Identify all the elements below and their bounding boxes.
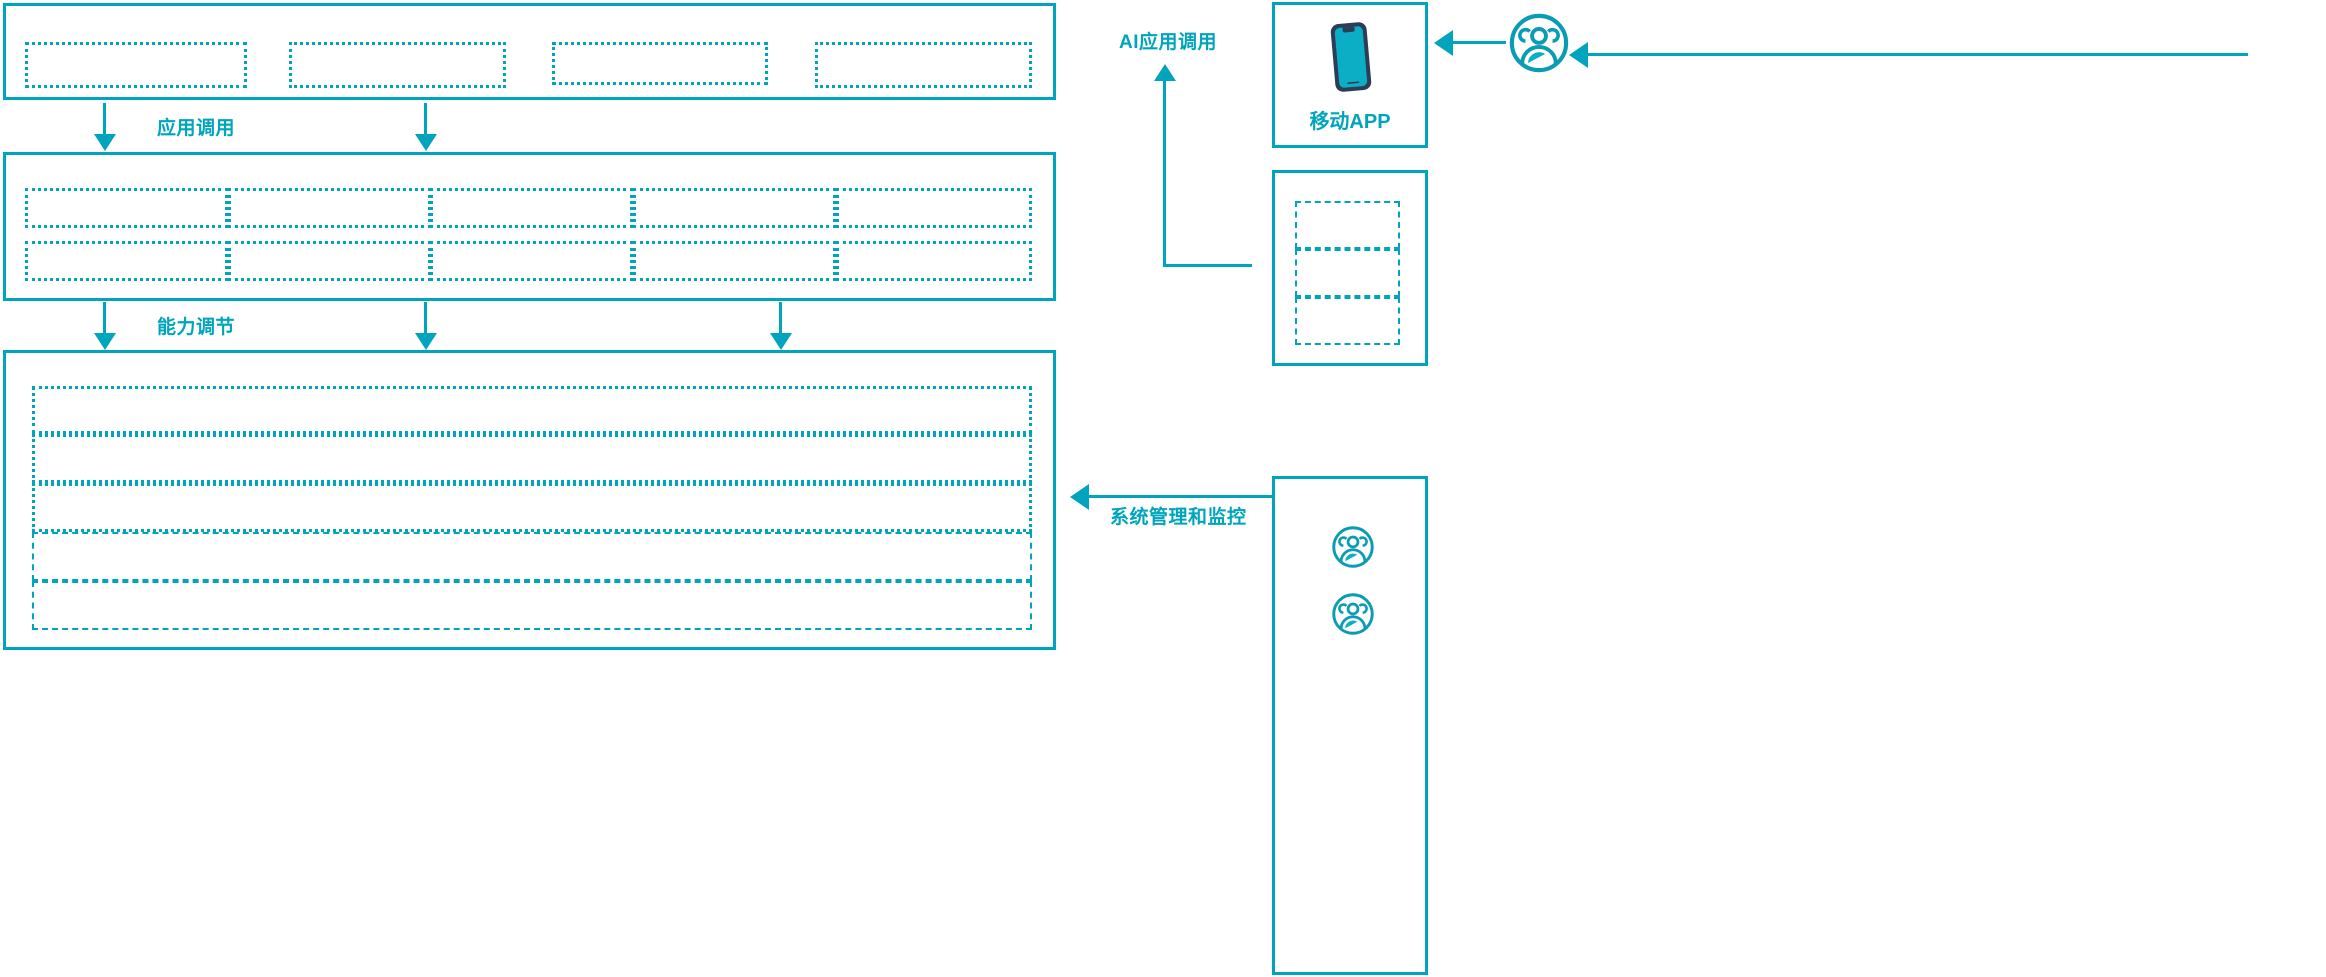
module-stack-slot-2[interactable] (1295, 249, 1400, 297)
system-manage-label: 系统管理和监控 (1110, 507, 1247, 528)
capability-slot-r1c2[interactable] (228, 188, 431, 228)
user-group-icon-admin-2 (1331, 592, 1375, 636)
platform-slot-5[interactable] (32, 581, 1032, 630)
module-stack-slot-1[interactable] (1295, 201, 1400, 249)
capability-slot-r1c5[interactable] (836, 188, 1032, 228)
capability-adjust-connector-line-1 (103, 302, 106, 335)
capability-slot-r1c3[interactable] (430, 188, 633, 228)
capability-slot-r1c1[interactable] (25, 188, 228, 228)
application-layer-panel (3, 3, 1056, 100)
system-manage-arrow-head (1070, 484, 1089, 510)
user-group-icon-end-user (1508, 12, 1570, 74)
module-stack-slot-3[interactable] (1295, 297, 1400, 345)
platform-layer-panel (3, 350, 1056, 650)
capability-slot-r1c4[interactable] (633, 188, 836, 228)
application-slot-1[interactable] (25, 42, 247, 88)
end-user-line (1452, 41, 1506, 44)
platform-slot-3[interactable] (32, 483, 1032, 532)
module-stack-riser-line (1163, 80, 1166, 267)
platform-slot-4[interactable] (32, 532, 1032, 581)
admin-panel-box (1272, 476, 1428, 975)
app-invoke-connector-line-right (424, 103, 427, 136)
capability-layer-panel (3, 152, 1056, 301)
app-invoke-arrow-left (94, 134, 116, 151)
application-slot-4[interactable] (815, 42, 1032, 88)
ai-app-invoke-line (1587, 53, 2248, 56)
capability-adjust-arrow-2 (415, 333, 437, 350)
platform-slot-1[interactable] (32, 386, 1032, 434)
capability-adjust-label: 能力调节 (157, 317, 236, 338)
application-slot-3[interactable] (552, 42, 768, 85)
end-user-arrow-head (1434, 30, 1453, 56)
capability-slot-r2c1[interactable] (25, 241, 228, 281)
mobile-app-caption: 移动APP (1309, 111, 1391, 133)
module-stack-riser-elbow (1163, 264, 1252, 267)
app-invoke-label: 应用调用 (157, 118, 236, 139)
app-invoke-connector-line-left (103, 103, 106, 136)
capability-slot-r2c4[interactable] (633, 241, 836, 281)
module-stack-box (1272, 170, 1428, 366)
capability-adjust-connector-line-2 (424, 302, 427, 335)
capability-slot-r2c3[interactable] (430, 241, 633, 281)
capability-adjust-connector-line-3 (779, 302, 782, 335)
capability-slot-r2c2[interactable] (228, 241, 431, 281)
capability-adjust-arrow-3 (770, 333, 792, 350)
mobile-app-box: 移动APP (1272, 2, 1428, 148)
capability-slot-r2c5[interactable] (836, 241, 1032, 281)
ai-app-invoke-arrow-head (1569, 42, 1588, 68)
app-invoke-arrow-right (415, 134, 437, 151)
smartphone-icon (1323, 19, 1379, 95)
user-group-icon-admin-1 (1331, 525, 1375, 569)
application-slot-2[interactable] (289, 42, 506, 88)
platform-slot-2[interactable] (32, 434, 1032, 483)
system-manage-line (1088, 495, 1272, 498)
ai-app-invoke-label: AI应用调用 (1119, 32, 1218, 53)
capability-adjust-arrow-1 (94, 333, 116, 350)
module-stack-riser-arrow (1154, 64, 1176, 81)
